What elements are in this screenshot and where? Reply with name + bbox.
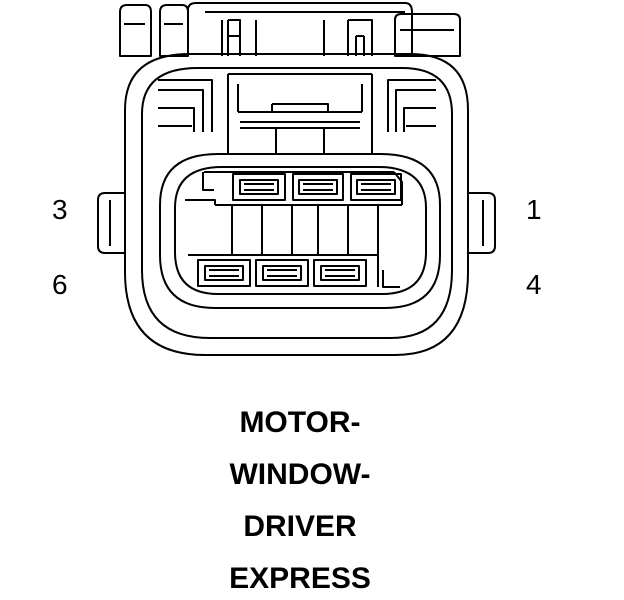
pin-number-bottom-left: 6 bbox=[52, 269, 68, 300]
title-line-4: EXPRESS bbox=[229, 562, 371, 595]
pin-number-top-right: 1 bbox=[526, 194, 542, 225]
title-line-3: DRIVER bbox=[243, 510, 357, 543]
top-latch-tabs bbox=[119, 2, 461, 57]
connector-body bbox=[97, 53, 496, 356]
terminal-cavities-lower bbox=[197, 259, 367, 287]
title-line-1: MOTOR- bbox=[239, 406, 361, 439]
title-line-2: WINDOW- bbox=[229, 458, 371, 491]
terminal-cavities-upper bbox=[232, 173, 402, 201]
pin-number-top-left: 3 bbox=[52, 194, 68, 225]
lock-structure bbox=[158, 73, 436, 155]
pin-number-bottom-right: 4 bbox=[526, 269, 542, 300]
mating-face bbox=[159, 153, 441, 309]
